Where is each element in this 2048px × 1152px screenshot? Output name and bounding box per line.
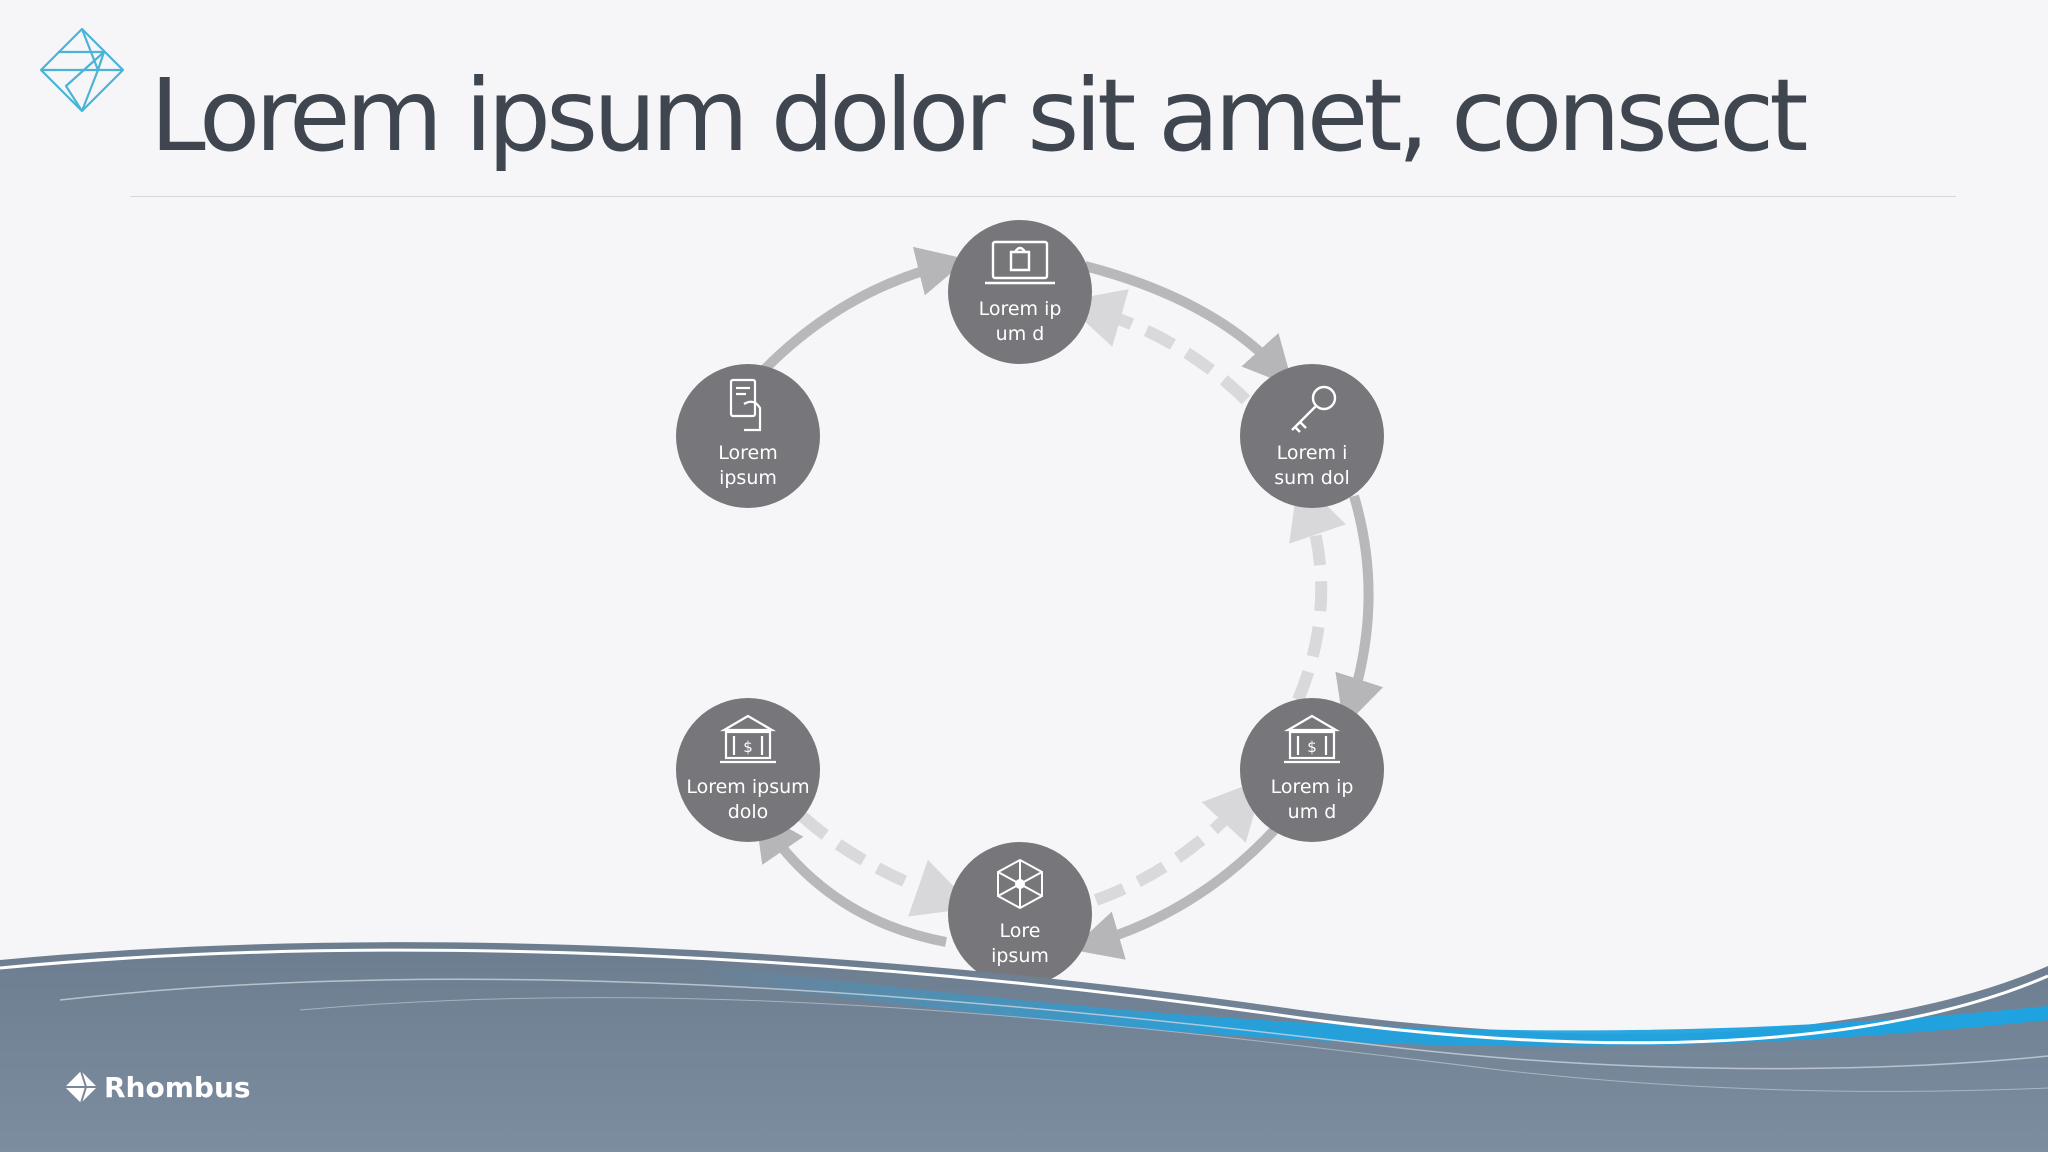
connector-top-to-upper-right	[1083, 261, 1294, 387]
rhombus-logo-icon	[65, 1070, 97, 1104]
cycle-node-top: Lorem ip um d	[948, 220, 1092, 364]
cycle-node-upper-right: Lorem i sum dol	[1240, 364, 1384, 508]
connector-bottom-to-lower-left	[754, 809, 947, 947]
footer-brand: Rhombus	[64, 1070, 251, 1104]
node-lower-right-label-line2: um d	[1288, 801, 1337, 823]
dashed-connector-lower-right-to-upper-right	[1289, 477, 1346, 703]
dashed-connector-lower-left-to-bottom	[797, 811, 975, 917]
node-lower-left-dollar: $	[743, 738, 753, 756]
cycle-node-lower-right: $ Lorem ip um d	[1240, 698, 1384, 842]
node-upper-right-label-line1: Lorem i	[1277, 442, 1348, 464]
node-lower-left-label-line1: Lorem ipsum	[686, 776, 809, 798]
cycle-node-upper-left: Lorem ipsum	[676, 364, 820, 508]
dashed-connector-bottom-to-lower-right	[1093, 778, 1265, 906]
connector-upper-right-to-lower-right	[1335, 494, 1384, 728]
bank-dollar-icon	[1283, 714, 1341, 764]
slide-title: Lorem ipsum dolor sit amet, consect	[150, 57, 1808, 174]
key-icon	[1291, 385, 1337, 433]
connector-lower-right-to-bottom	[1070, 822, 1282, 960]
node-lower-right-dollar: $	[1307, 738, 1317, 756]
node-lower-right-label-line1: Lorem ip	[1271, 776, 1354, 798]
cycle-node-bottom: Lore ipsum	[948, 842, 1092, 986]
laptop-shopping-bag-icon	[985, 240, 1055, 285]
node-top-label-line2: um d	[996, 323, 1045, 345]
bank-dollar-icon	[719, 714, 777, 764]
card-payment-hand-icon	[729, 378, 762, 432]
node-bottom-label-line1: Lore	[1000, 920, 1041, 942]
node-bottom-label-line2: ipsum	[991, 945, 1049, 967]
diamond-logo-icon	[39, 27, 125, 113]
node-upper-left-label-line1: Lorem	[718, 442, 777, 464]
network-globe-icon	[997, 858, 1043, 910]
dashed-connector-upper-right-to-top	[1062, 289, 1251, 405]
node-lower-left-label-line2: dolo	[728, 801, 769, 823]
connector-left-to-top	[758, 246, 968, 376]
node-upper-left-label-line2: ipsum	[719, 467, 777, 489]
brand-name: Rhombus	[104, 1070, 251, 1104]
node-top-label-line1: Lorem ip	[979, 298, 1062, 320]
title-divider	[130, 196, 1956, 197]
cycle-node-lower-left: $ Lorem ipsum dolo	[676, 698, 820, 842]
node-upper-right-label-line2: sum dol	[1274, 467, 1349, 489]
